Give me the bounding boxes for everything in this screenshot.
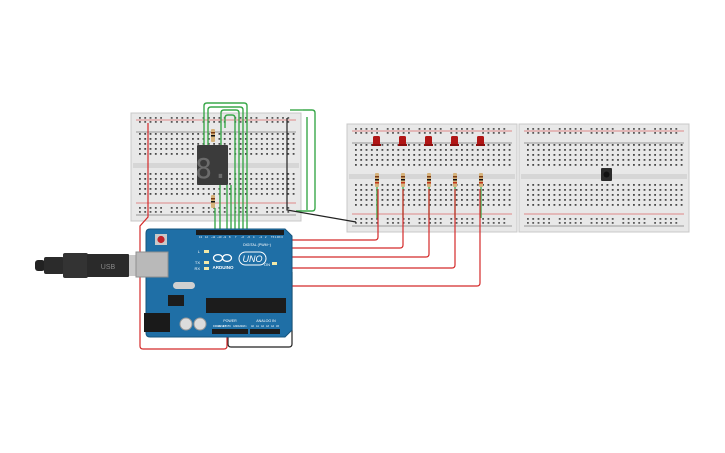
rx-label: RX [194,266,200,271]
black-wires [227,118,357,348]
power-pin-label: RESET [218,325,227,328]
red-wire-5v [139,123,228,350]
digital-pin-label: RX 0 [277,235,283,239]
green-wire-1 [203,102,248,230]
arduino-uno-board[interactable]: L TX RX ON ARDUINO UNO DIGITAL (PWM~) PO… [135,228,293,338]
breadboard-right-holes [527,128,683,224]
led-resistor-4[interactable] [453,173,457,187]
display-digit: 8. [195,152,229,185]
atmega-chip [206,298,286,313]
usb-cable[interactable]: USB [35,253,139,278]
usb-jack [135,251,169,278]
analog-pin-label: A2 [261,325,265,328]
digital-pin-label: ~10 [217,235,222,239]
green-wire-2 [207,106,244,230]
digital-pin-label: ~5 [247,235,251,239]
analog-header [250,329,280,334]
power-pin-label: IOREF [213,325,221,328]
red-wire-led-2 [260,189,404,249]
green-wire-3 [220,109,240,230]
power-pin-label: GND [238,325,244,328]
analog-pin-label: A4 [271,325,275,328]
red-wire-led-5 [272,189,481,287]
analog-pin-label: A5 [276,325,280,328]
red-wire-led-4 [268,189,456,269]
digital-header [196,230,284,235]
green-wire-4 [224,114,236,230]
on-label: ON [264,262,270,267]
analog-pin-label: A1 [256,325,260,328]
power-pin-label: GND [233,325,239,328]
breadboard-middle-holes [355,128,511,224]
led-5[interactable] [476,136,485,146]
digital-pin-label: 12 [205,235,208,239]
led-4[interactable] [450,136,459,146]
digital-pin-label: 2 [265,235,267,239]
digital-pin-label: ~3 [259,235,263,239]
brand-text: ARDUINO [213,265,234,270]
black-wire-gnd-board [227,272,293,348]
red-wire-led-1 [256,189,379,241]
digital-pin-label: ~6 [241,235,245,239]
seven-segment-display[interactable]: 8. [195,145,229,185]
analog-pin-label: A0 [251,325,255,328]
power-pin-label: Vin [243,325,247,328]
l-label: L [198,249,201,254]
digital-label: DIGITAL (PWM~) [243,243,271,247]
led-resistor-2[interactable] [401,173,405,187]
digital-pin-label: ~9 [223,235,227,239]
digital-pin-label: 13 [199,235,202,239]
arduino-logo-icon [212,253,233,263]
digital-pin-label: 7 [235,235,237,239]
resistor-display-bottom[interactable] [211,195,215,208]
digital-pin-label: 8 [229,235,231,239]
led-2[interactable] [398,136,407,146]
power-label: POWER [223,319,237,323]
led-row [372,136,485,218]
green-wires [203,102,316,230]
usb-label: USB [101,264,116,271]
pushbutton[interactable] [601,168,612,181]
led-3[interactable] [424,136,433,146]
model-text: UNO [243,254,263,264]
led-resistor-3[interactable] [427,173,431,187]
green-wire-rail-1 [296,109,316,212]
black-wire-gnd-rail [286,118,357,223]
analog-pin-label: A3 [266,325,270,328]
red-wire-led-3 [264,189,430,258]
power-jack [144,313,170,332]
resistor-display-top[interactable] [211,129,215,142]
power-header [212,329,248,334]
led-resistor-1[interactable] [375,173,379,187]
digital-pin-label: TX 1 [271,235,277,239]
digital-pin-label: 4 [253,235,255,239]
led-resistor-5[interactable] [479,173,483,187]
digital-pin-label: ~11 [211,235,216,239]
led-1[interactable] [372,136,381,146]
tx-label: TX [195,260,200,265]
power-pin-label: 5V [228,325,231,328]
power-pin-label: 3.3V [223,325,228,328]
analog-label: ANALOG IN [256,319,276,323]
